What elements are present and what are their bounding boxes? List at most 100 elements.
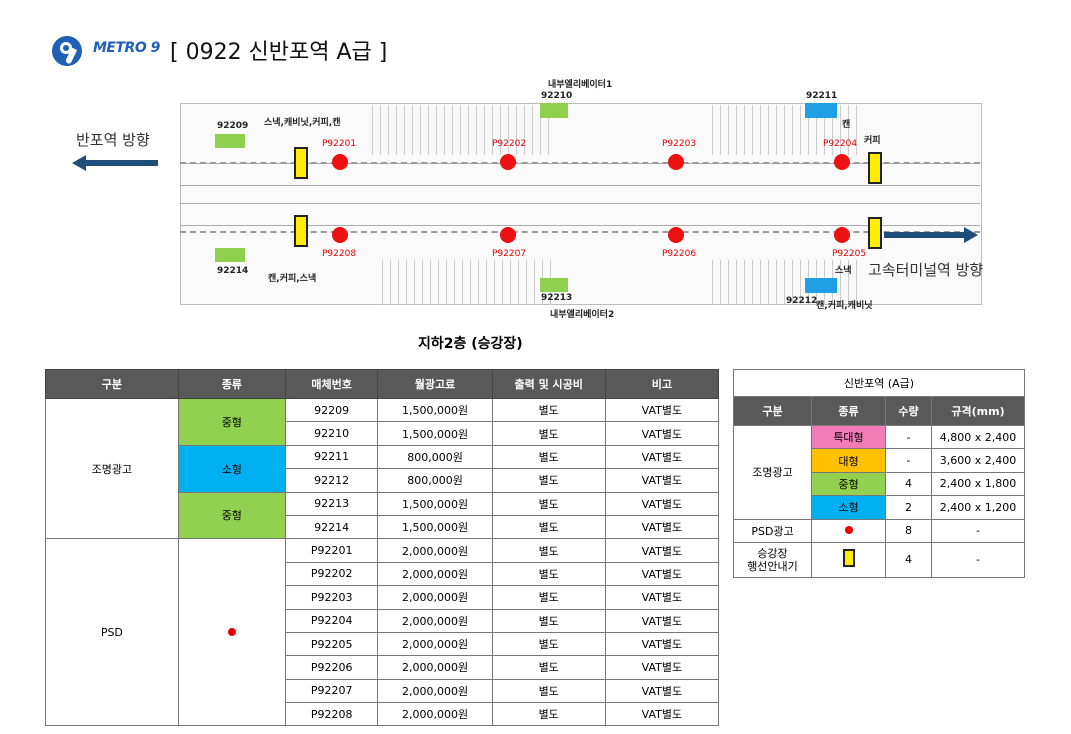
note-cell: VAT별도 <box>604 397 720 423</box>
qty-cell: - <box>885 448 932 473</box>
fee-cell: 1,500,000원 <box>377 491 493 516</box>
table-row: 대형 - 3,600 x 2,400 <box>734 448 1025 473</box>
shop-label-bottom-left: 캔,커피,스낵 <box>268 274 317 284</box>
psd-dot <box>834 227 850 243</box>
qty-cell: 8 <box>885 518 932 543</box>
size-cell: 2,400 x 1,800 <box>931 471 1025 497</box>
col-header: 구분 <box>45 369 179 399</box>
fee-cell: 1,500,000원 <box>377 514 493 540</box>
brand-name: METRO 9 <box>93 40 160 56</box>
note-cell: VAT별도 <box>604 444 720 470</box>
group-label: PSD광고 <box>733 518 812 543</box>
ad-box-92213 <box>540 278 568 292</box>
ad-code-92212: 92212 <box>786 296 818 306</box>
ad-box-92210 <box>540 103 568 118</box>
col-header: 종류 <box>177 369 286 399</box>
spec-table: 신반포역 (A급) 구분 종류 수량 규격(mm) 조명광고 특대형 - 4,8… <box>733 369 1025 578</box>
shop-label-bottom-right-a: 스낵 <box>835 266 852 276</box>
direction-left-label: 반포역 방향 <box>76 131 150 149</box>
code-cell: P92202 <box>284 561 379 587</box>
platform-guide-display <box>294 147 308 179</box>
platform-guide-display <box>294 215 308 247</box>
col-header: 비고 <box>604 369 720 399</box>
fee-cell: 2,000,000원 <box>377 631 493 657</box>
fee-cell: 800,000원 <box>377 468 493 493</box>
qty-cell: - <box>885 424 932 450</box>
col-header: 출력 및 시공비 <box>491 369 606 399</box>
print-cell: 별도 <box>491 468 606 493</box>
table-row: P92207 2,000,000원 별도 VAT별도 <box>46 678 720 704</box>
psd-code-p92206: P92206 <box>662 249 697 259</box>
psd-code-p92203: P92203 <box>662 139 697 149</box>
table-row: 조명광고 중형 92209 1,500,000원 별도 VAT별도 <box>45 397 720 540</box>
print-cell: 별도 <box>491 538 606 563</box>
type-cell: 특대형 <box>811 424 886 450</box>
fee-cell: 800,000원 <box>377 444 493 470</box>
print-cell: 별도 <box>491 491 606 516</box>
note-cell: VAT별도 <box>604 631 720 657</box>
note-cell: VAT별도 <box>604 585 720 610</box>
table-header-row: 구분 종류 수량 규격(mm) <box>733 396 1025 426</box>
shop-label-top-right-b: 커피 <box>864 136 881 146</box>
note-cell: VAT별도 <box>604 678 720 704</box>
metro9-logo-icon <box>52 36 82 66</box>
note-cell: VAT별도 <box>604 421 720 446</box>
psd-dot <box>500 227 516 243</box>
note-cell: VAT별도 <box>604 468 720 493</box>
code-cell: 92212 <box>284 468 379 493</box>
print-cell: 별도 <box>491 397 606 423</box>
note-cell: VAT별도 <box>604 514 720 540</box>
track-line <box>180 225 980 226</box>
code-cell: P92201 <box>284 538 379 563</box>
print-cell: 별도 <box>491 702 606 727</box>
col-header: 종류 <box>811 396 886 426</box>
map-caption: 지하2층 (승강장) <box>418 336 523 352</box>
ad-box-92211 <box>805 103 837 118</box>
fee-cell: 2,000,000원 <box>377 538 493 563</box>
ad-code-92214: 92214 <box>217 266 249 276</box>
col-header: 수량 <box>885 396 932 426</box>
table-row: P92202 2,000,000원 별도 VAT별도 <box>46 561 720 587</box>
col-header: 매체번호 <box>284 369 379 399</box>
guide-display-icon <box>842 549 855 568</box>
group-label: 승강장 행선안내기 <box>733 541 812 578</box>
col-header: 월광고료 <box>377 369 493 399</box>
note-cell: VAT별도 <box>604 608 720 633</box>
code-cell: P92207 <box>284 678 379 704</box>
shop-label-top-left: 스낵,캐비닛,커피,캔 <box>264 118 341 128</box>
ad-code-92209: 92209 <box>217 121 249 131</box>
ad-box-92209 <box>215 134 245 148</box>
qty-cell: 2 <box>885 495 932 520</box>
type-cell <box>811 518 886 543</box>
psd-dot <box>668 154 684 170</box>
qty-cell: 4 <box>885 471 932 497</box>
table-row: P92208 2,000,000원 별도 VAT별도 <box>46 702 720 727</box>
shop-label-bottom-right-b: 캔,커피,캐비닛 <box>816 301 873 311</box>
table-row: 소형 2 2,400 x 1,200 <box>734 495 1025 520</box>
track-line <box>180 185 980 186</box>
fee-cell: 2,000,000원 <box>377 561 493 587</box>
code-cell: P92203 <box>284 585 379 610</box>
psd-code-p92208: P92208 <box>322 249 357 259</box>
print-cell: 별도 <box>491 514 606 540</box>
col-header: 구분 <box>733 396 812 426</box>
print-cell: 별도 <box>491 608 606 633</box>
psd-code-p92201: P92201 <box>322 139 357 149</box>
stairs-top-left <box>372 105 552 155</box>
note-cell: VAT별도 <box>604 561 720 587</box>
fee-cell: 2,000,000원 <box>377 655 493 680</box>
psd-code-p92207: P92207 <box>492 249 527 259</box>
note-cell: VAT별도 <box>604 655 720 680</box>
stairs-bottom-left <box>382 260 552 305</box>
type-cell <box>177 538 286 727</box>
arrow-left-icon <box>72 155 158 171</box>
col-header: 규격(mm) <box>931 396 1025 426</box>
print-cell: 별도 <box>491 421 606 446</box>
table-row: PSD P92201 2,000,000원 별도 VAT별도 <box>45 538 720 727</box>
note-cell: VAT별도 <box>604 491 720 516</box>
code-cell: 92210 <box>284 421 379 446</box>
psd-dot <box>500 154 516 170</box>
table-row: 조명광고 특대형 - 4,800 x 2,400 <box>733 424 1025 520</box>
fee-cell: 2,000,000원 <box>377 585 493 610</box>
red-dot-icon <box>844 526 853 535</box>
